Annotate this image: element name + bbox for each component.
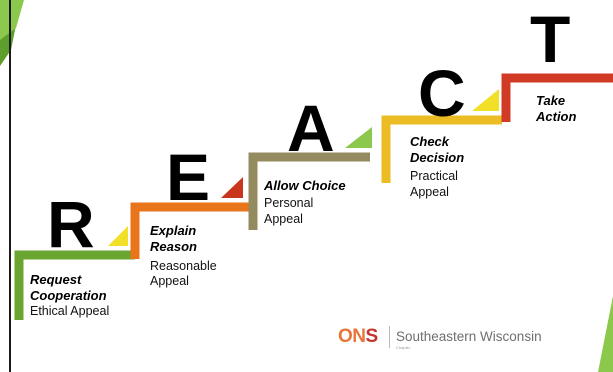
step-r-title-line1: Request (30, 272, 82, 287)
step-e-triangle (221, 177, 243, 198)
step-a-triangle (345, 127, 372, 148)
logo-divider (389, 326, 390, 348)
step-r-triangle (108, 226, 128, 246)
step-c-triangle (472, 89, 499, 111)
step-e-stair (130, 202, 250, 259)
chapter-name: Southeastern Wisconsin (396, 329, 542, 344)
step-e-subtitle-line1: Reasonable (150, 259, 217, 273)
step-e-subtitle-line2: Appeal (150, 274, 189, 288)
ons-wordmark: ONS (338, 326, 378, 348)
step-c-title-line1: Check (410, 134, 450, 149)
step-r-letter: R (47, 187, 95, 261)
step-t-title-line1: Take (536, 93, 566, 108)
step-c-title-line2: Decision (410, 150, 465, 165)
step-c-subtitle-line2: Appeal (410, 185, 449, 199)
step-r-stair (14, 250, 135, 320)
step-a-title: Allow Choice (264, 178, 346, 193)
chapter-caption: Chapter (396, 345, 411, 350)
step-a-subtitle-line2: Appeal (264, 212, 303, 226)
step-t-letter: T (530, 2, 571, 76)
step-c-letter: C (418, 56, 466, 130)
step-a-stair (248, 152, 370, 230)
ons-wordmark-s: S (365, 326, 379, 347)
step-a-subtitle-line1: Personal (264, 196, 314, 210)
step-r-subtitle: Ethical Appeal (30, 304, 110, 318)
step-c-subtitle-line1: Practical (410, 169, 458, 183)
step-e-title-line2: Reason (150, 239, 197, 254)
step-e-letter: E (166, 140, 211, 214)
top-left-accent-light (0, 0, 24, 40)
step-r-title-line2: Cooperation (30, 288, 107, 303)
step-a-letter: A (287, 91, 335, 165)
left-border-line (9, 0, 11, 372)
step-t-title-line2: Action (536, 109, 577, 124)
bottom-right-accent (598, 296, 613, 372)
step-c-stair (381, 115, 502, 183)
ons-chapter-logo: ONS Southeastern Wisconsin Chapter (338, 324, 588, 350)
step-e-title-line1: Explain (150, 223, 197, 238)
ons-wordmark-on: ON (338, 326, 366, 347)
step-t-stair (501, 73, 613, 122)
